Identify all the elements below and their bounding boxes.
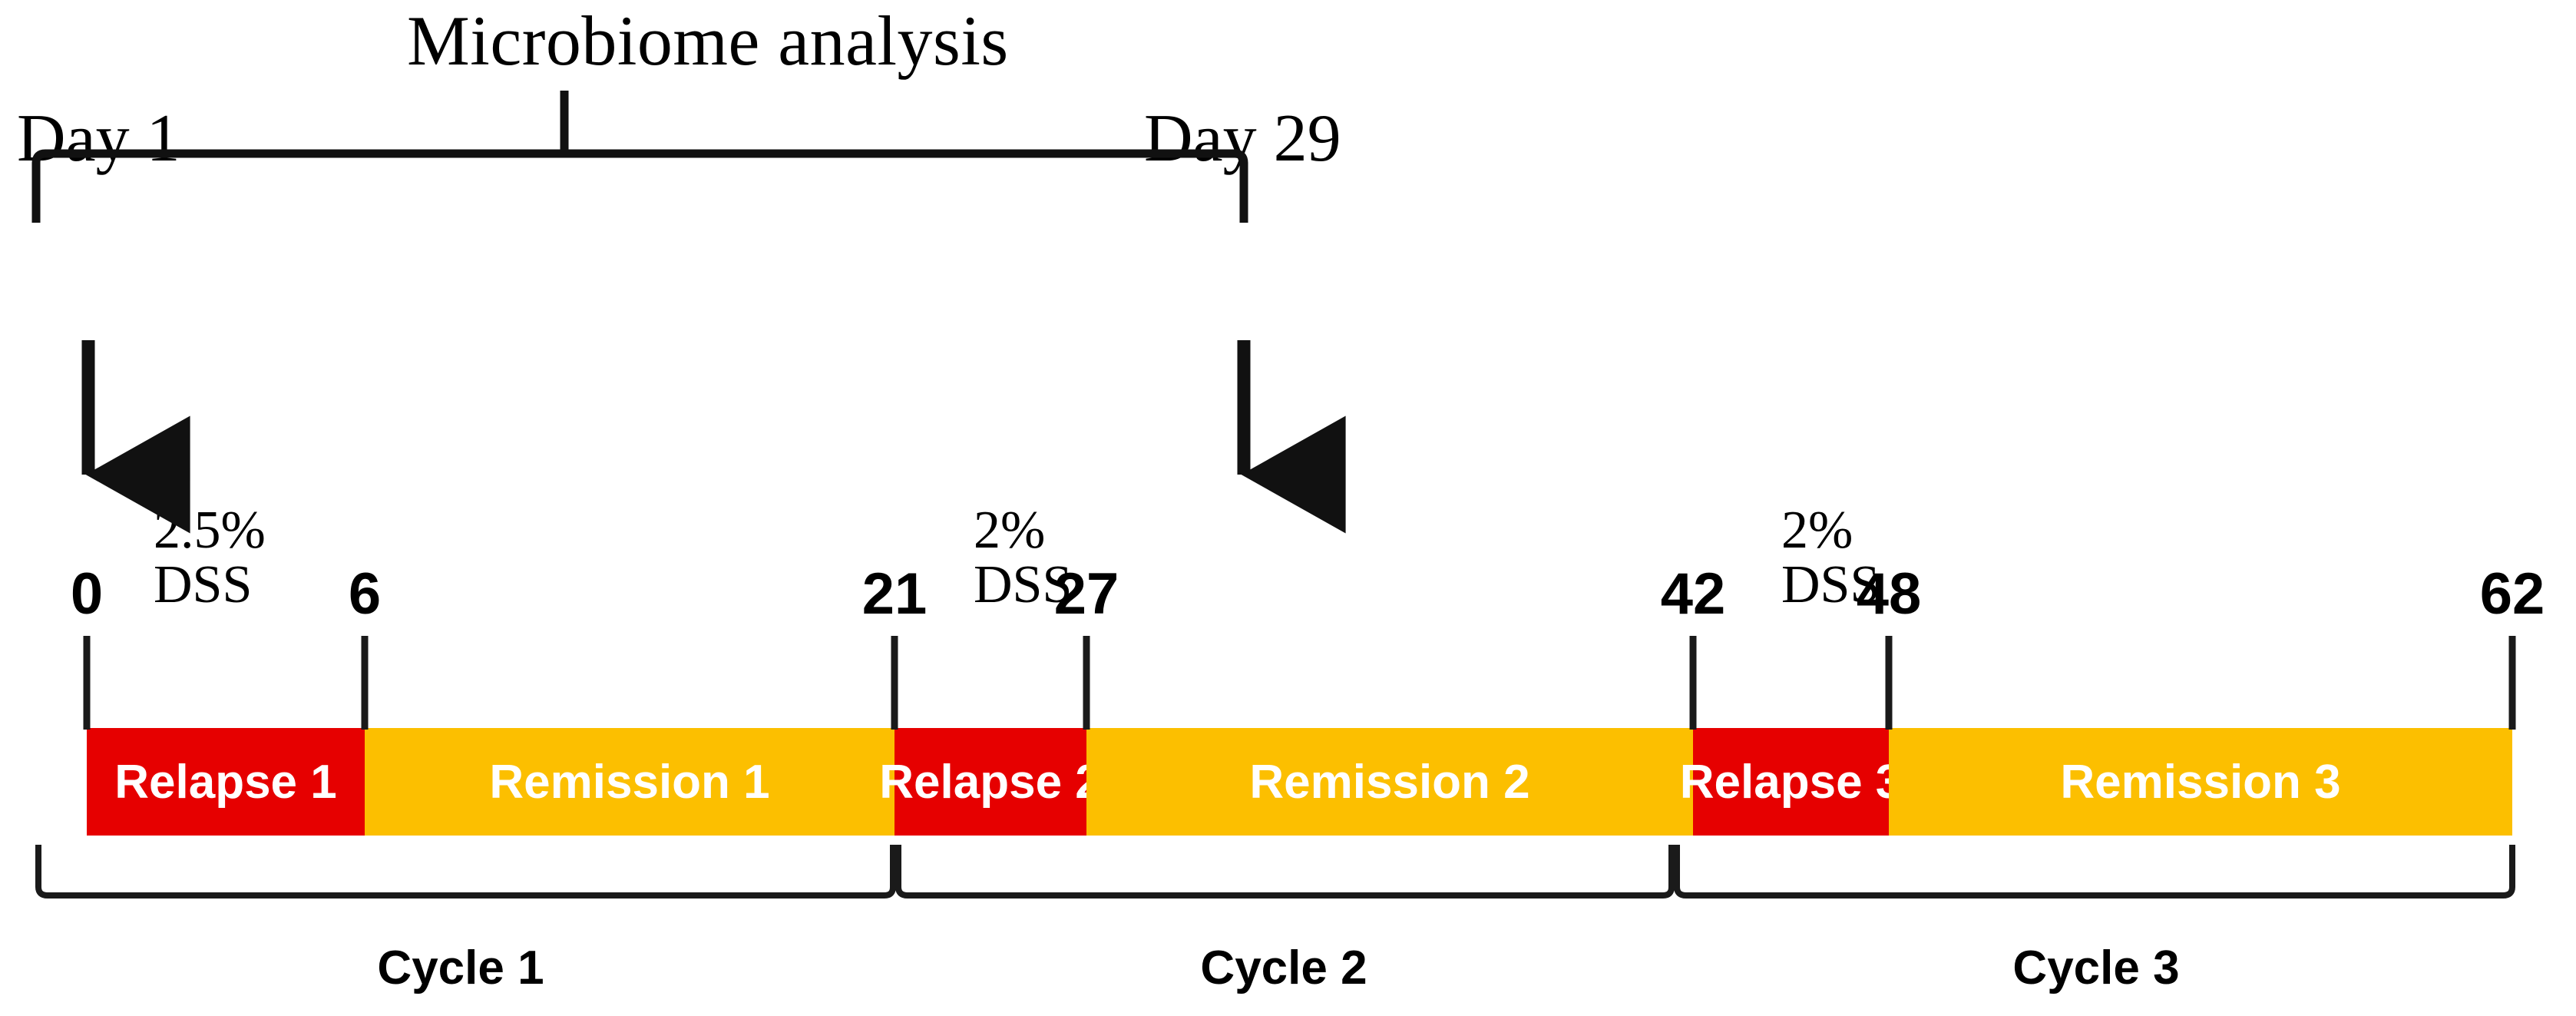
- day-tick-label-27: 27: [1053, 561, 1119, 627]
- day-tick-label-42: 42: [1660, 561, 1726, 627]
- dss-concentration-1: 2.5%: [154, 501, 266, 560]
- day-tick-label-0: 0: [70, 561, 104, 627]
- cycle-label-2: Cycle 2: [1200, 942, 1367, 994]
- day-tick-stems: [83, 636, 2516, 730]
- day-tick-label-21: 21: [861, 561, 928, 627]
- timeline-segment-relapse-1[interactable]: Relapse 1: [87, 728, 365, 836]
- microbiome-analysis-title: Microbiome analysis: [407, 2, 1009, 80]
- cycle-bracket-3: [1674, 845, 2515, 899]
- day-tick-label-48: 48: [1856, 561, 1922, 627]
- timeline-bar: Relapse 1 Remission 1 Relapse 2 Remissio…: [87, 728, 2512, 836]
- day-tick-label-6: 6: [348, 561, 382, 627]
- dss-agent-1: DSS: [154, 555, 253, 615]
- timeline-segment-remission-2[interactable]: Remission 2: [1086, 728, 1693, 836]
- dss-treatment-cycle-2: 2% DSS: [974, 503, 1072, 613]
- cycle-label-3: Cycle 3: [2012, 942, 2180, 994]
- day-tick-label-62: 62: [2479, 561, 2545, 627]
- cycle-bracket-2: [895, 845, 1675, 899]
- dss-agent-2: DSS: [974, 555, 1073, 615]
- timeline-segment-remission-3[interactable]: Remission 3: [1889, 728, 2512, 836]
- dss-concentration-3: 2%: [1781, 501, 1853, 560]
- segment-label-remission-3: Remission 3: [2060, 755, 2341, 809]
- segment-label-relapse-2: Relapse 2: [879, 755, 1102, 809]
- dss-treatment-cycle-1: 2.5% DSS: [154, 503, 266, 613]
- day-label-start: Day 1: [17, 101, 180, 176]
- segment-label-remission-1: Remission 1: [489, 755, 770, 809]
- day-label-second: Day 29: [1144, 101, 1341, 176]
- cycle-label-1: Cycle 1: [377, 942, 544, 994]
- timeline-segment-relapse-3[interactable]: Relapse 3: [1680, 728, 1902, 836]
- cycle-brackets: [35, 845, 2515, 899]
- cycle-bracket-1: [35, 845, 896, 899]
- dss-agent-3: DSS: [1781, 555, 1880, 615]
- timeline-segment-remission-1[interactable]: Remission 1: [365, 728, 894, 836]
- dss-treatment-cycle-3: 2% DSS: [1781, 503, 1880, 613]
- segment-label-relapse-1: Relapse 1: [114, 755, 337, 809]
- dss-concentration-2: 2%: [974, 501, 1046, 560]
- segment-label-remission-2: Remission 2: [1249, 755, 1530, 809]
- timeline-segment-relapse-2[interactable]: Relapse 2: [879, 728, 1102, 836]
- microbiome-bracket: [31, 91, 1248, 223]
- segment-label-relapse-3: Relapse 3: [1679, 755, 1903, 809]
